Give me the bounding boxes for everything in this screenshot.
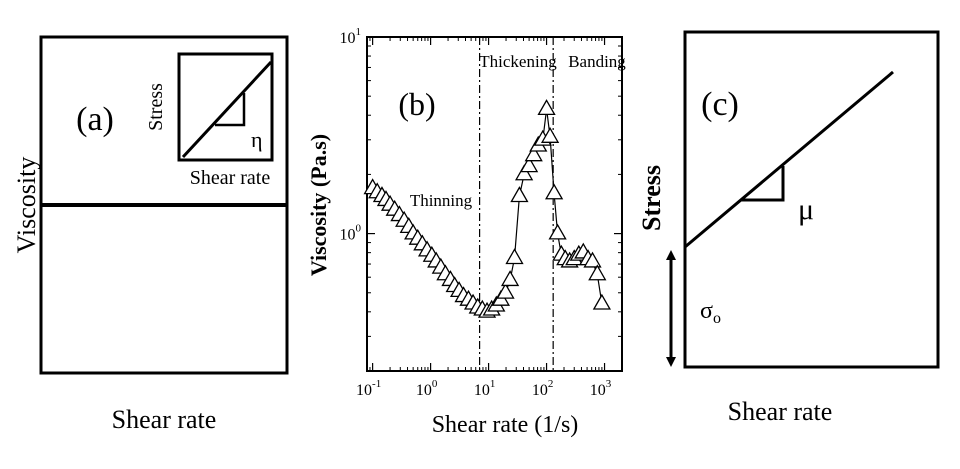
inset-stress-line xyxy=(181,60,273,159)
data-point xyxy=(514,164,534,181)
data-point xyxy=(545,183,564,200)
data-point xyxy=(510,186,529,203)
inset-frame xyxy=(177,52,274,162)
data-point xyxy=(588,264,607,281)
panel-c-ylabel: Stress xyxy=(637,165,666,231)
x-tick-label: 101 xyxy=(474,378,496,399)
data-point xyxy=(519,156,539,173)
panel-c-slope-triangle xyxy=(741,166,785,202)
inset-slope-label: η xyxy=(251,127,263,152)
y-tick-label: 100 xyxy=(340,223,362,244)
data-point xyxy=(592,293,612,310)
data-point xyxy=(496,282,515,299)
data-point xyxy=(583,251,602,268)
panel-c-xlabel: Shear rate xyxy=(728,397,833,426)
panel-b-regime-lines xyxy=(479,37,554,371)
panel-b-data-line xyxy=(372,109,603,313)
inset-ylabel: Stress xyxy=(145,83,167,131)
panel-b-xlabel: Shear rate (1/s) xyxy=(432,412,579,438)
inset-xlabel: Shear rate xyxy=(190,167,271,189)
panel-c-label: (c) xyxy=(701,86,739,123)
yield-stress-label: σo xyxy=(700,298,721,327)
panel-c-slope-label: μ xyxy=(798,193,814,226)
data-point xyxy=(505,248,524,265)
data-point xyxy=(500,270,520,287)
panel-b-tick-labels: 10-1 100 101 102 103 100 101 xyxy=(340,26,612,399)
panel-a-label: (a) xyxy=(76,101,114,138)
panel-b-ylabel: Viscosity (Pa.s) xyxy=(306,134,331,276)
data-point xyxy=(548,223,567,240)
x-tick-label: 100 xyxy=(416,378,438,399)
y-tick-label: 101 xyxy=(340,26,362,47)
region-banding-label: Banding xyxy=(568,52,626,71)
region-thickening-label: Thickening xyxy=(479,52,557,71)
panel-c-frame xyxy=(683,30,940,369)
panel-b-ticks xyxy=(366,36,623,372)
panel-c-stress-line xyxy=(684,70,894,249)
panel-a-ylabel: Viscosity xyxy=(12,157,41,254)
data-point xyxy=(537,99,556,116)
panel-b-frame xyxy=(366,36,623,372)
data-point xyxy=(524,145,543,162)
panel-b-data-points xyxy=(363,99,612,318)
inset-slope-triangle xyxy=(215,93,246,127)
panel-a: (a) Viscosity Shear rate η Stress Shear … xyxy=(12,35,289,434)
panel-a-xlabel: Shear rate xyxy=(112,405,217,434)
panel-b: 10-1 100 101 102 103 100 101 (b) Thinning Thic… xyxy=(306,26,626,438)
x-tick-label: 102 xyxy=(532,378,554,399)
panel-a-inset: η Stress Shear rate xyxy=(145,52,274,189)
panel-c: μ (c) σo Stress Shear rate xyxy=(637,30,940,426)
x-tick-label: 103 xyxy=(590,378,612,399)
region-thinning-label: Thinning xyxy=(410,191,473,210)
panel-b-label: (b) xyxy=(398,86,435,122)
data-point xyxy=(540,127,560,143)
x-tick-label: 10-1 xyxy=(356,378,381,399)
